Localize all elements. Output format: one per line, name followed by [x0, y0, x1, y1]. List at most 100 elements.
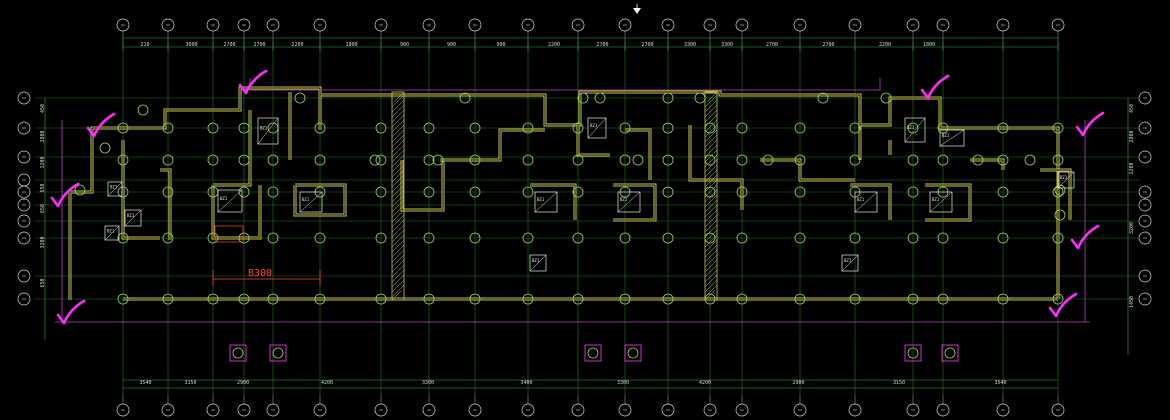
column: [1054, 209, 1066, 221]
column: [794, 122, 806, 134]
column: [207, 122, 219, 134]
hatched-wall-right-hatch: [704, 109, 718, 123]
hatched-wall-left-hatch: [391, 179, 405, 193]
detail-box-diag: [939, 129, 965, 147]
column: [423, 186, 435, 198]
column: [522, 186, 534, 198]
magenta-guide-top: [249, 78, 881, 91]
column-detail-circle: [587, 347, 599, 359]
column: [117, 154, 129, 166]
detail-box: [587, 117, 607, 139]
hatched-wall-right-hatch: [704, 194, 718, 208]
column: [423, 122, 435, 134]
wall-seg-core: [213, 110, 251, 186]
dimension-text-left: 650: [40, 204, 46, 213]
wall-seg-core: [401, 159, 475, 211]
hatched-wall-right-hatch: [704, 274, 718, 288]
detail-box-diag: [257, 117, 279, 145]
hatched-wall-right-hatch: [704, 214, 718, 228]
column: [267, 232, 279, 244]
hatched-wall-left-hatch: [398, 91, 405, 98]
dimension-text-bottom: 4200: [699, 380, 711, 386]
detail-box-diag: [217, 189, 243, 213]
column: [632, 154, 644, 166]
hatched-wall-right-hatch: [704, 144, 718, 158]
hatched-wall-left-hatch: [391, 264, 405, 278]
column: [907, 186, 919, 198]
wall-seg: [688, 125, 744, 210]
column: [662, 154, 674, 166]
hatched-wall-left-hatch: [391, 149, 405, 163]
hatched-wall-right-hatch: [704, 119, 718, 133]
north-arrow-icon: [633, 8, 641, 14]
column: [522, 232, 534, 244]
column: [238, 122, 250, 134]
column: [162, 232, 174, 244]
hatched-wall-right-hatch: [704, 179, 718, 193]
column-detail-circle: [232, 347, 244, 359]
column: [1052, 154, 1064, 166]
hatched-wall-left-hatch: [391, 129, 405, 143]
detail-box-label: BZ1: [260, 126, 268, 131]
column: [267, 154, 279, 166]
hatched-wall-left-hatch: [391, 94, 405, 108]
hatched-wall-left-hatch: [391, 119, 405, 133]
column: [619, 232, 631, 244]
column: [522, 293, 534, 305]
column: [704, 186, 716, 198]
column-detail-circle: [944, 347, 956, 359]
axis-bubble: [17, 91, 31, 105]
detail-box-label: BZ1: [620, 197, 628, 202]
dimension-text-bottom: 2900: [793, 380, 805, 386]
dimension-text-right: 1450: [1129, 296, 1135, 308]
detail-box: [929, 191, 953, 213]
hatched-wall-right-hatch: [704, 249, 718, 263]
hatched-wall-left-hatch: [391, 109, 405, 123]
axis-bubble: [17, 269, 31, 283]
column: [162, 293, 174, 305]
detail-box-diag: [617, 191, 641, 213]
detail-box: [939, 129, 965, 147]
detail-box-label: BZ1: [907, 125, 915, 130]
check-mark-icon: [56, 299, 86, 325]
column: [997, 154, 1009, 166]
hatched-wall-left-hatch: [391, 234, 405, 248]
dimension-text-right: 2800: [1129, 130, 1135, 142]
dimension-text-top: 2200: [548, 42, 560, 48]
check-mark-icon: [238, 69, 268, 95]
dimension-text-top: 2200: [292, 42, 304, 48]
detail-box-diag: [124, 209, 142, 227]
hatched-wall-right-hatch: [704, 184, 718, 198]
hatched-wall-left-hatch: [391, 199, 405, 213]
column: [207, 154, 219, 166]
detail-box-label: BZ1: [932, 197, 940, 202]
column: [267, 293, 279, 305]
axis-bubble: [17, 214, 31, 228]
hatched-wall-left-hatch: [391, 189, 405, 203]
column: [522, 122, 534, 134]
detail-box: [529, 254, 547, 272]
hatched-wall-right-hatch: [704, 289, 716, 301]
column: [794, 293, 806, 305]
dimension-text-bottom: 4200: [321, 380, 333, 386]
axis-bubble: [17, 198, 31, 212]
column: [572, 154, 584, 166]
detail-box-label: BZ1: [532, 258, 540, 263]
column: [849, 154, 861, 166]
red-beam-box: [214, 225, 244, 243]
wall-seg-core: [925, 184, 971, 221]
column: [459, 92, 471, 104]
wall-seg-core: [122, 140, 160, 239]
column: [469, 186, 481, 198]
column: [162, 154, 174, 166]
column: [794, 232, 806, 244]
hatched-wall-left-hatch: [391, 274, 405, 288]
detail-box-label: BZ1: [1060, 175, 1068, 180]
check-mark-icon: [1075, 111, 1105, 137]
column: [314, 154, 326, 166]
dimension-text-bottom: 3150: [185, 380, 197, 386]
detail-box-label: BZ1: [537, 197, 545, 202]
hatched-wall-left-hatch: [391, 209, 405, 223]
column: [162, 122, 174, 134]
